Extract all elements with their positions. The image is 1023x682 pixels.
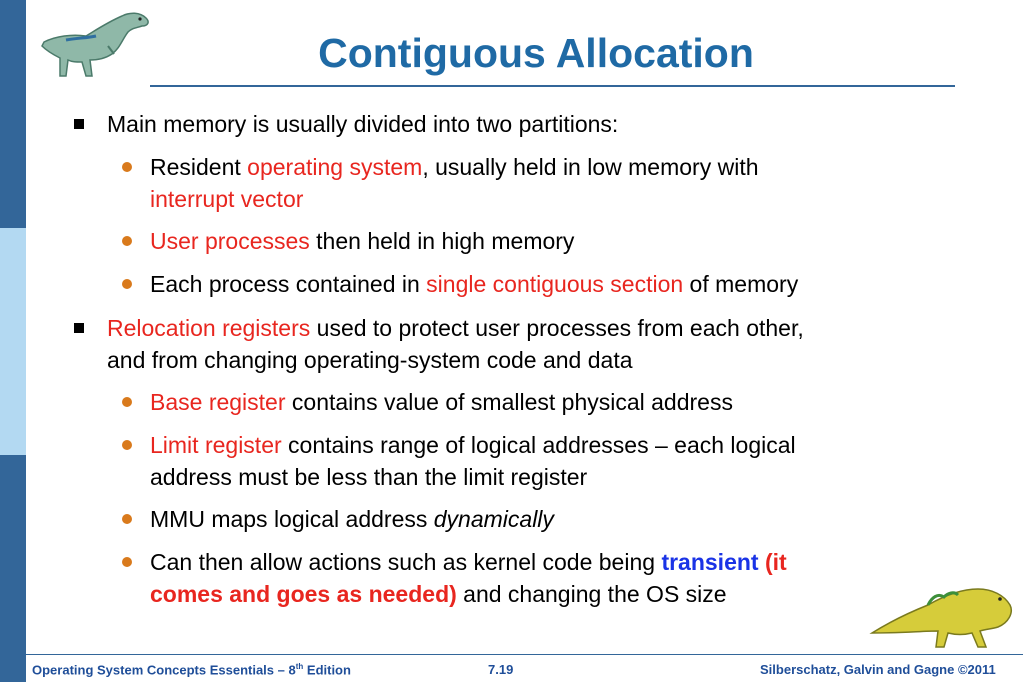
round-bullet-icon	[122, 397, 132, 407]
highlight-term: User processes	[150, 228, 310, 254]
bullet-text: contains value of smallest physical addr…	[285, 389, 733, 415]
bullet-main-memory: Main memory is usually divided into two …	[107, 108, 927, 140]
bullet-contiguous-section: Each process contained in single contigu…	[150, 268, 910, 300]
bullet-text: , usually held in low memory with	[422, 154, 759, 180]
footer-authors: Silberschatz, Galvin and Gagne ©2011	[760, 662, 996, 677]
bullet-mmu: MMU maps logical address dynamically	[150, 503, 910, 535]
footer-divider	[26, 654, 1023, 655]
highlight-term: single contiguous section	[426, 271, 684, 297]
highlight-term: operating system	[247, 154, 423, 180]
bullet-base-register: Base register contains value of smallest…	[150, 386, 910, 418]
bullet-text: MMU maps logical address	[150, 506, 434, 532]
square-bullet-icon	[74, 323, 84, 333]
bullet-user-processes: User processes then held in high memory	[150, 225, 910, 257]
bullet-limit-register: Limit register contains range of logical…	[150, 429, 910, 493]
bullet-transient: Can then allow actions such as kernel co…	[150, 546, 910, 610]
footer-book-title: Operating System Concepts Essentials – 8…	[32, 662, 351, 678]
highlight-term: Limit register	[150, 432, 282, 458]
bullet-relocation-registers: Relocation registers used to protect use…	[107, 312, 927, 376]
bullet-text: Resident	[150, 154, 248, 180]
footer-page-number: 7.19	[488, 662, 514, 677]
bullet-text: address must be less than the limit regi…	[150, 464, 588, 490]
round-bullet-icon	[122, 557, 132, 567]
bullet-text: and changing the OS size	[456, 581, 727, 607]
round-bullet-icon	[122, 162, 132, 172]
dinosaur-icon	[869, 588, 1012, 648]
round-bullet-icon	[122, 279, 132, 289]
bullet-text: and from changing operating-system code …	[107, 347, 633, 373]
bullet-text: Each process contained in	[150, 271, 427, 297]
bullet-text: Can then allow actions such as kernel co…	[150, 549, 662, 575]
highlight-term: Relocation registers	[107, 315, 311, 341]
side-band-top	[0, 0, 26, 228]
highlight-term: Base register	[150, 389, 286, 415]
side-band-middle	[0, 228, 26, 455]
emphasis-term: dynamically	[433, 506, 554, 532]
side-band-bottom	[0, 455, 26, 682]
bullet-text: Main memory is usually divided into two …	[107, 111, 619, 137]
title-divider	[150, 85, 955, 87]
round-bullet-icon	[122, 236, 132, 246]
page-title: Contiguous Allocation	[318, 30, 754, 76]
bullet-text: contains range of logical addresses – ea…	[281, 432, 796, 458]
highlight-term: (it	[758, 549, 787, 575]
highlight-term: comes and goes as needed)	[150, 581, 457, 607]
highlight-term: interrupt vector	[150, 186, 304, 212]
square-bullet-icon	[74, 119, 84, 129]
highlight-term: transient	[661, 549, 759, 575]
bullet-resident-os: Resident operating system, usually held …	[150, 151, 910, 215]
round-bullet-icon	[122, 440, 132, 450]
bullet-text: used to protect user processes from each…	[310, 315, 804, 341]
round-bullet-icon	[122, 514, 132, 524]
dinosaur-icon	[41, 12, 149, 77]
bullet-text: then held in high memory	[309, 228, 575, 254]
bullet-text: of memory	[683, 271, 799, 297]
